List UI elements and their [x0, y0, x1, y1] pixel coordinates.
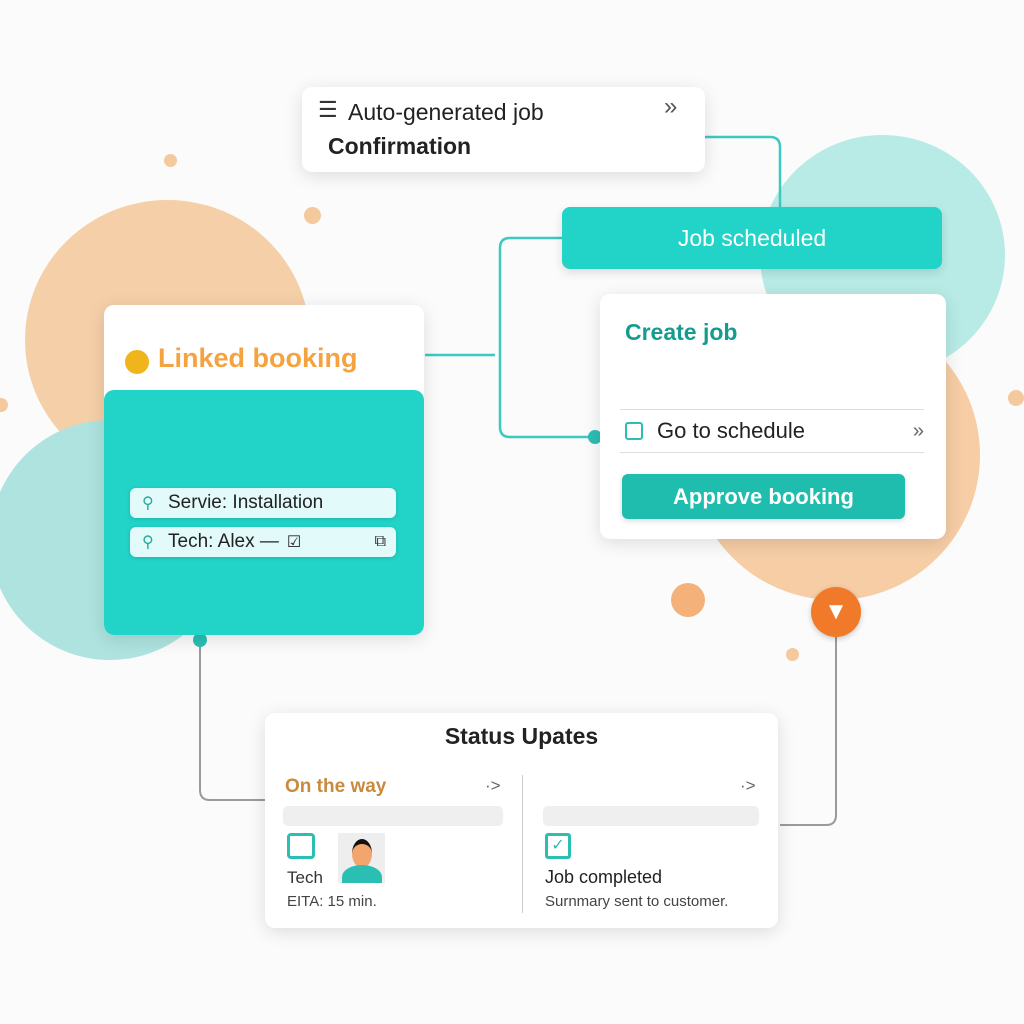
- service-label: Servie: Installation: [168, 492, 324, 513]
- decor-dot: [164, 154, 177, 167]
- tech-label: Tech: Alex —: [168, 531, 279, 552]
- linked-booking-title: Linked booking: [158, 343, 358, 373]
- status-updates-card: Status Upates On the way ·> Tech EITA: 1…: [265, 713, 778, 928]
- attach-icon[interactable]: ⧉: [374, 533, 386, 550]
- job-scheduled-label: Job scheduled: [677, 224, 827, 251]
- status-dot-icon: [125, 350, 149, 374]
- arrow-icon[interactable]: ·>: [485, 776, 501, 795]
- job-completed-label: Job completed: [545, 867, 663, 887]
- status-title: Status Upates: [444, 723, 599, 749]
- pin-icon: ⚲: [142, 534, 154, 551]
- decor-dot: [786, 648, 799, 661]
- linked-booking-card: Linked booking: [104, 305, 424, 635]
- hamburger-icon: ☰: [318, 97, 338, 122]
- decor-dot: [0, 398, 8, 412]
- go-to-schedule-row[interactable]: Go to schedule »: [620, 409, 924, 453]
- avatar: [338, 833, 385, 883]
- summary-label: Surnmary sent to customer.: [545, 893, 729, 910]
- card-title: Confirmation: [328, 133, 472, 159]
- service-field[interactable]: ⚲ Servie: Installation: [130, 488, 396, 518]
- card-subtitle: Auto-generated job: [348, 99, 544, 125]
- auto-generated-job-card[interactable]: ☰ Auto-generated job Confirmation »: [302, 87, 705, 172]
- go-to-schedule-label: Go to schedule: [657, 418, 805, 443]
- eta-label: EITA: 15 min.: [287, 893, 377, 910]
- decor-dot: [304, 207, 321, 224]
- arrow-icon[interactable]: ·>: [740, 776, 756, 795]
- pin-icon: ⚲: [142, 495, 154, 512]
- alert-icon[interactable]: ▼: [811, 587, 861, 637]
- double-chevron-icon: »: [912, 419, 924, 442]
- decor-dot: [1008, 390, 1024, 406]
- edit-icon[interactable]: ☑: [286, 534, 302, 551]
- create-job-title: Create job: [625, 319, 738, 345]
- checkbox-checked-icon: ✓: [545, 833, 571, 859]
- checkbox[interactable]: [625, 422, 643, 440]
- double-chevron-icon[interactable]: »: [664, 93, 678, 120]
- tech-field[interactable]: ⚲ Tech: Alex — ☑ ⧉: [130, 527, 396, 557]
- decor-dot: [671, 583, 705, 617]
- on-the-way-label: On the way: [285, 776, 387, 797]
- approve-booking-button[interactable]: Approve booking: [622, 474, 905, 519]
- create-job-card: Create job Go to schedule » Approve book…: [600, 294, 946, 539]
- tech-label: Tech: [287, 868, 323, 887]
- job-scheduled-button[interactable]: Job scheduled: [562, 207, 942, 269]
- approve-booking-label: Approve booking: [673, 483, 854, 509]
- wallet-icon: [287, 833, 315, 859]
